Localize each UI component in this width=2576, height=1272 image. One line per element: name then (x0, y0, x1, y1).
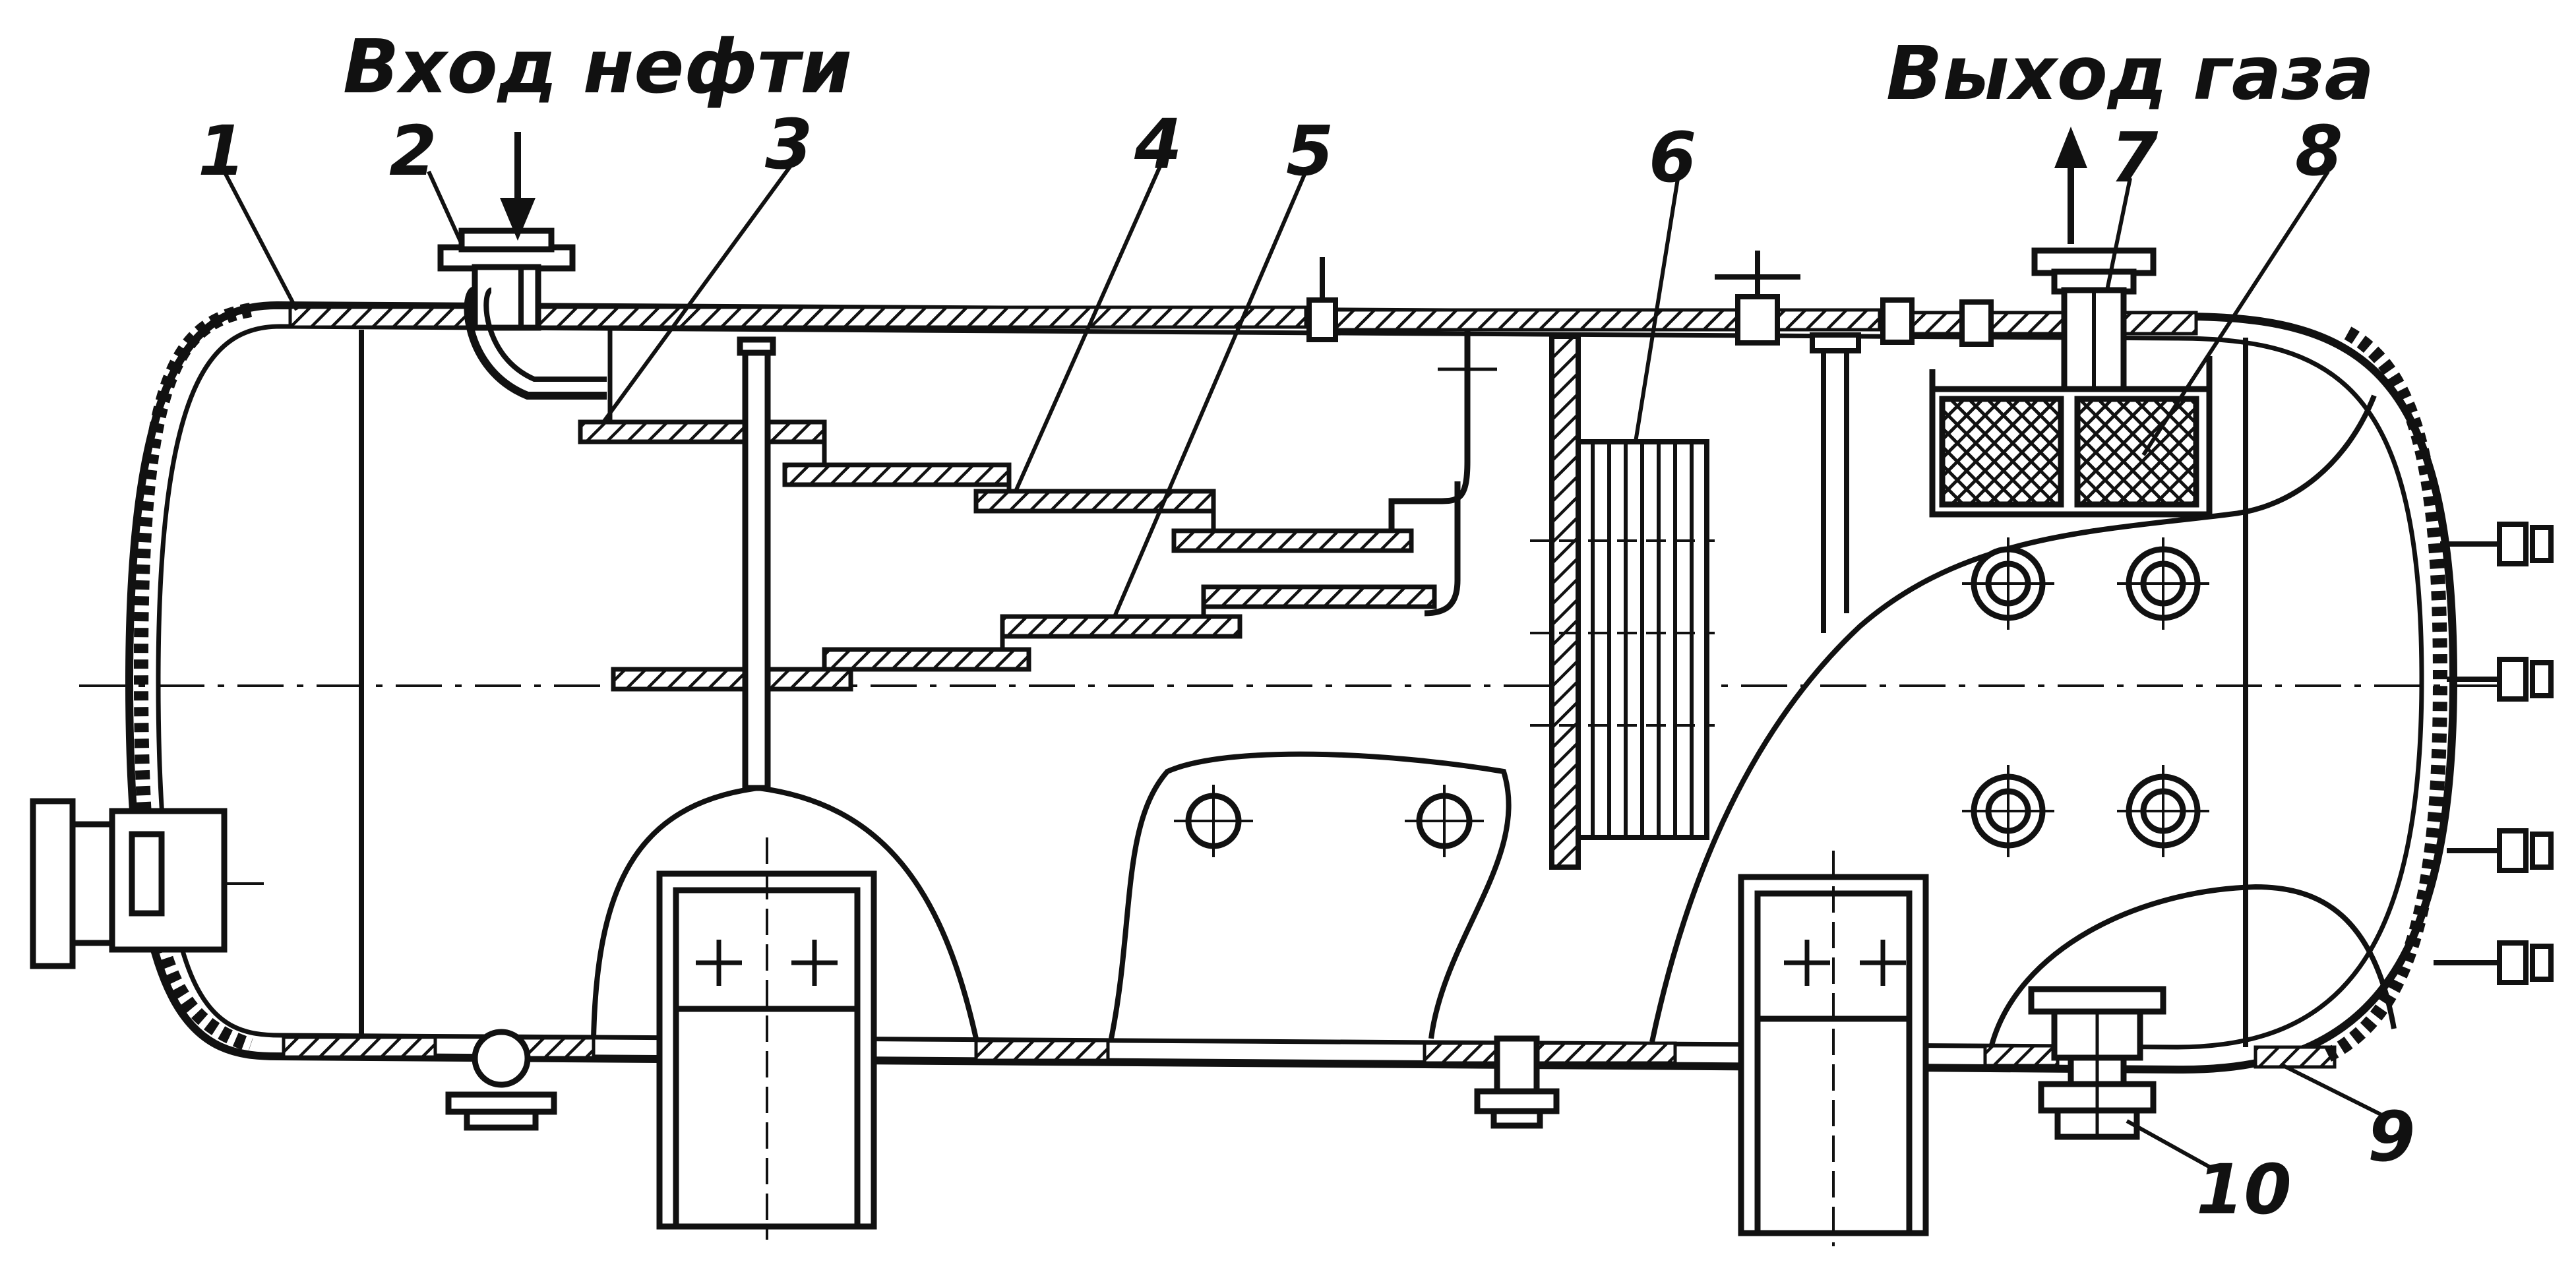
bottom-nozzles (445, 1029, 1560, 1131)
callout-5: 5 (1286, 111, 1334, 191)
callout-2: 2 (389, 111, 437, 191)
callout-4: 4 (1134, 104, 1182, 185)
callout-6: 6 (1649, 117, 1696, 198)
coalescer-pack (1530, 334, 1715, 870)
nozzle-crosslines (1174, 537, 2209, 857)
riser-pipe (1810, 332, 1861, 633)
head-seams (359, 330, 2248, 1047)
wall-hatching-bottom (282, 1035, 2337, 1069)
mist-extractor (1929, 356, 2213, 518)
caption-oil-inlet: Вход нефти (343, 24, 852, 110)
oil-inlet-nozzle (437, 227, 607, 400)
saddle-supports (656, 870, 1929, 1236)
saddle-crosses (696, 837, 1906, 1246)
right-head-nozzles (2434, 522, 2554, 985)
callout-8: 8 (2295, 111, 2343, 191)
gas-outlet-arrow (2054, 127, 2087, 244)
left-head-nozzle (30, 798, 264, 969)
shelf-trays (578, 330, 1437, 692)
leader-lines (222, 164, 2382, 1172)
drain-valve (2028, 986, 2166, 1140)
shell-inner (156, 324, 2424, 1050)
caption-gas-outlet: Выход газа (1886, 31, 2374, 117)
callout-3: 3 (765, 104, 813, 185)
cutaway-windows (591, 394, 2397, 1046)
callout-7: 7 (2110, 117, 2159, 198)
overflow-pipe (1388, 330, 1497, 617)
callout-10: 10 (2196, 1149, 2292, 1230)
callout-1: 1 (198, 111, 245, 191)
oil-inlet-arrow (500, 132, 536, 241)
gas-outlet-nozzle (2031, 247, 2157, 392)
tray-support-column (737, 336, 776, 791)
top-fittings (1306, 251, 1994, 347)
callout-9: 9 (2368, 1097, 2415, 1177)
